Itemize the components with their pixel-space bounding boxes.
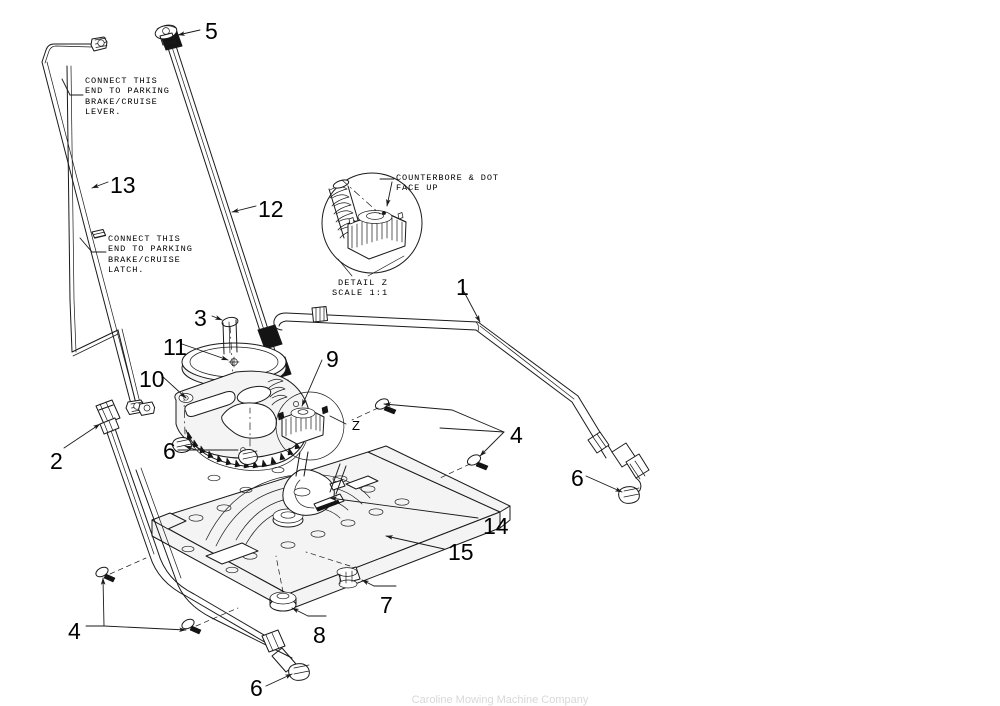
part-9-pinion-gear [267,359,345,461]
screw [439,454,489,479]
detail-z-scale: SCALE 1:1 [332,288,389,298]
part-15-base-plate [151,445,511,611]
part-14-linkage-bracket [282,451,479,519]
callout-6-lower: 6 [250,675,263,701]
footer-watermark: Caroline Mowing Machine Company [411,694,589,706]
callout-8: 8 [313,622,326,648]
part-6-lock-nuts [172,399,640,687]
callout-9: 9 [326,346,339,372]
part-13-brake-cable [41,36,156,416]
note-counterbore-dot-face-up: COUNTERBORE & DOT FACE UP [396,173,499,194]
callout-3: 3 [194,305,207,331]
callout-12: 12 [258,196,284,222]
callout-4-left: 4 [68,618,81,644]
part-2-left-rod [63,399,310,681]
plate-mounting-holes [181,466,410,574]
detail-z-bubble [321,172,423,277]
part-1-bent-rod [273,287,650,495]
callout-14: 14 [483,513,509,539]
part-8-grommet [269,555,327,617]
callout-15: 15 [448,539,474,565]
part-7-bushing [305,551,397,589]
detail-z-title: DETAIL Z [338,278,389,288]
detail-z-reference-letter: Z [352,418,360,433]
callout-6-upper: 6 [163,438,176,464]
screw [181,607,239,635]
screw [351,398,397,421]
detail-splined-hub [347,210,407,260]
callout-7: 7 [380,592,393,618]
callout-5: 5 [205,18,218,44]
callout-2: 2 [50,448,63,474]
callout-6-right: 6 [571,465,584,491]
callout-11: 11 [163,334,187,360]
callout-1: 1 [456,274,469,300]
part-5-knob [154,24,201,46]
callout-10: 10 [139,366,165,392]
lock-nut [618,486,640,504]
callout-4-right: 4 [510,422,523,448]
part-4-screws [85,398,505,635]
lock-nut [238,407,258,465]
screw [95,557,147,583]
sector-gear-teeth [185,429,307,471]
callout-13: 13 [110,172,136,198]
note-connect-lever: CONNECT THIS END TO PARKING BRAKE/CRUISE… [85,76,170,118]
note-connect-latch: CONNECT THIS END TO PARKING BRAKE/CRUISE… [108,234,193,276]
